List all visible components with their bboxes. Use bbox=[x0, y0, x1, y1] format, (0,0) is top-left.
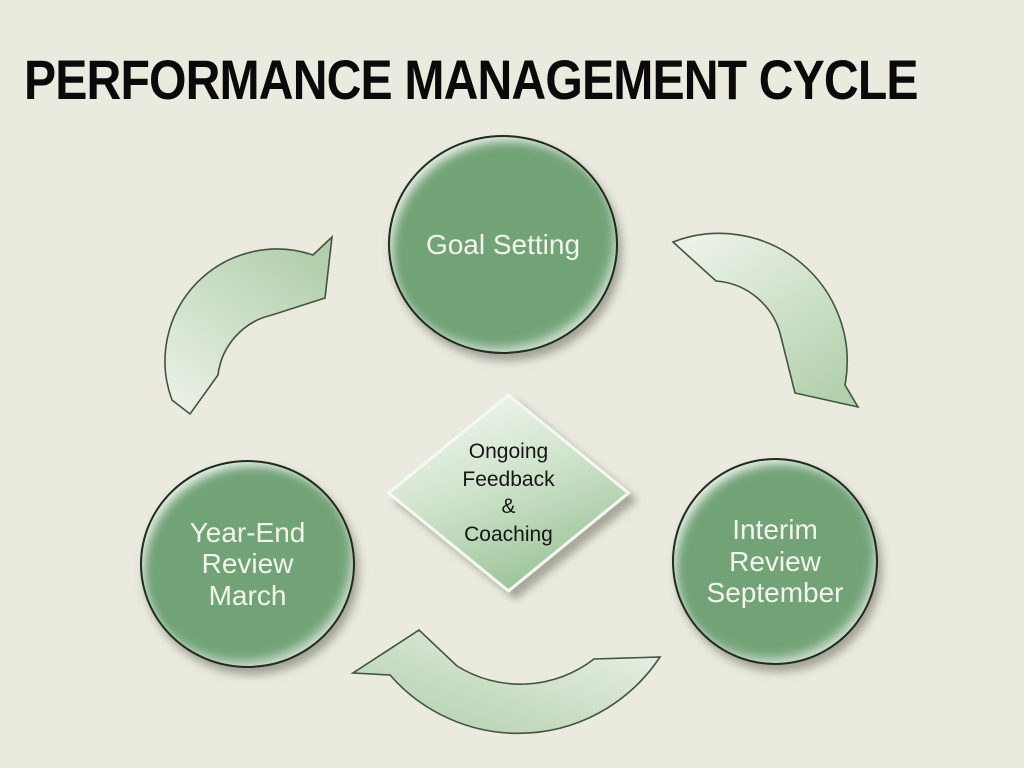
curved-arrow-year-end-to-goal-icon bbox=[164, 234, 334, 416]
node-label-line: Review bbox=[729, 545, 821, 577]
slide-title: PERFORMANCE MANAGEMENT CYCLE bbox=[24, 48, 919, 111]
node-label-line: Interim bbox=[732, 514, 818, 546]
curved-arrow-goal-to-interim-icon bbox=[671, 232, 860, 409]
node-label-line: Year-End bbox=[189, 516, 306, 548]
node-goal-setting-label: Goal Setting bbox=[426, 229, 580, 260]
node-interim-review: Interim Review September bbox=[672, 458, 878, 665]
node-label-line: September bbox=[706, 577, 844, 609]
center-diamond-face: Ongoing Feedback & Coaching bbox=[391, 397, 626, 589]
diamond-label-line: & bbox=[501, 495, 516, 518]
node-year-end-review: Year-End Review March bbox=[140, 460, 355, 668]
center-diamond-label: Ongoing Feedback & Coaching bbox=[462, 438, 554, 548]
node-label-line: March bbox=[208, 579, 287, 611]
diamond-label-line: Coaching bbox=[464, 522, 553, 546]
node-year-end-review-label: Year-End Review March bbox=[190, 517, 306, 611]
diamond-label-line: Feedback bbox=[462, 467, 555, 491]
curved-arrow-interim-to-year-end-icon bbox=[350, 628, 662, 735]
node-goal-setting: Goal Setting bbox=[388, 135, 618, 354]
node-label-line: Goal Setting bbox=[425, 228, 581, 260]
diamond-label-line: Ongoing bbox=[468, 440, 549, 463]
center-diamond: Ongoing Feedback & Coaching bbox=[386, 393, 631, 593]
node-interim-review-label: Interim Review September bbox=[707, 514, 844, 608]
node-label-line: Review bbox=[201, 548, 294, 580]
